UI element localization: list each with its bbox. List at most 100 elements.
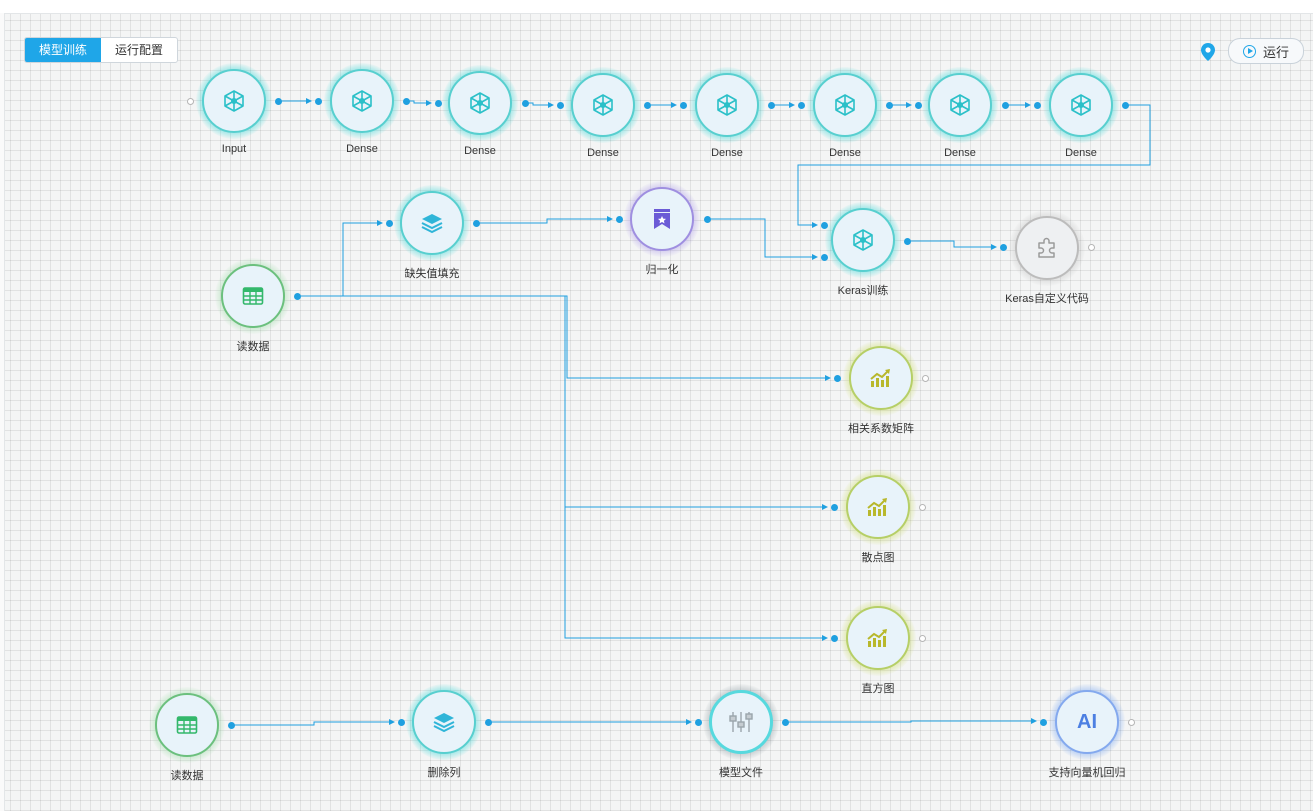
connected-port[interactable] [385,219,393,227]
model-file-icon[interactable] [709,690,773,754]
node-label: 读数据 [170,770,204,782]
connected-port[interactable] [830,634,838,642]
tab-model-training[interactable]: 模型训练 [25,38,102,62]
connected-port[interactable] [615,215,623,223]
chart-trend-icon[interactable] [849,346,913,410]
connected-port[interactable] [1033,101,1041,109]
connected-port[interactable] [314,97,322,105]
play-circle-icon [1242,44,1256,58]
ai-icon-text: AI [1077,710,1097,733]
run-button-label: 运行 [1262,44,1289,60]
network-icon[interactable] [831,208,895,272]
connected-port[interactable] [833,374,841,382]
layers-icon[interactable] [412,690,476,754]
node-label: Dense [346,143,378,155]
edge-read1-hist[interactable] [297,295,828,641]
open-port[interactable] [918,634,926,642]
edge-dense2-dense3[interactable] [525,102,554,108]
edge-model-svr[interactable] [785,718,1037,724]
connected-port[interactable] [914,101,922,109]
connected-port[interactable] [1001,101,1009,109]
table-icon[interactable] [155,693,219,757]
edge-kerastrain-custom[interactable] [907,240,997,250]
node-label: 支持向量机回归 [1048,767,1126,779]
open-port[interactable] [921,374,929,382]
connected-port[interactable] [521,99,529,107]
connected-port[interactable] [643,101,651,109]
network-icon[interactable] [202,69,266,133]
left-panel-edge [0,13,5,811]
connected-port[interactable] [556,101,564,109]
chart-trend-icon[interactable] [846,606,910,670]
node-label: 读数据 [236,341,270,353]
edge-impute-normalize[interactable] [476,216,613,224]
layers-icon[interactable] [400,191,464,255]
connected-port[interactable] [402,97,410,105]
network-icon[interactable] [448,71,512,135]
connected-port[interactable] [703,215,711,223]
node-label: Dense [829,147,861,159]
open-port[interactable] [1087,243,1095,251]
network-icon[interactable] [928,73,992,137]
connected-port[interactable] [830,503,838,511]
network-icon[interactable] [1049,73,1113,137]
open-port[interactable] [1127,718,1135,726]
node-label: Dense [587,147,619,159]
node-label: Dense [944,147,976,159]
connected-port[interactable] [820,253,828,261]
node-label: 归一化 [645,264,679,276]
connected-port[interactable] [227,721,235,729]
location-pin-icon[interactable] [1201,43,1215,61]
connected-port[interactable] [1121,101,1129,109]
connected-port[interactable] [999,243,1007,251]
open-port[interactable] [918,503,926,511]
node-label: 相关系数矩阵 [848,423,914,435]
node-label: Keras训练 [837,285,889,297]
connected-port[interactable] [397,718,405,726]
network-icon[interactable] [330,69,394,133]
node-label: 散点图 [861,552,895,564]
edge-read1-impute[interactable] [297,220,383,297]
connected-port[interactable] [797,101,805,109]
table-icon[interactable] [221,264,285,328]
edge-read1-scatter[interactable] [297,295,828,510]
node-label: Input [221,143,247,155]
node-label: Keras自定义代码 [1005,293,1089,305]
edge-read1-corr[interactable] [297,295,831,381]
connected-port[interactable] [274,97,282,105]
connected-port[interactable] [679,101,687,109]
connected-port[interactable] [781,718,789,726]
network-icon[interactable] [571,73,635,137]
node-label: 模型文件 [719,767,763,779]
connected-port[interactable] [434,99,442,107]
node-label: 删除列 [427,767,461,779]
edge-read2-dropcol[interactable] [231,719,395,726]
edge-dense1-dense2[interactable] [406,100,432,106]
tab-bar: 模型训练 运行配置 [24,37,179,63]
chart-trend-icon[interactable] [846,475,910,539]
edge-dense7-kerastrain[interactable] [797,104,1151,228]
connected-port[interactable] [767,101,775,109]
connected-port[interactable] [903,237,911,245]
tab-run-config[interactable]: 运行配置 [115,43,164,57]
connected-port[interactable] [484,718,492,726]
connected-port[interactable] [885,101,893,109]
node-label: Dense [464,145,496,157]
connected-port[interactable] [694,718,702,726]
node-label: Dense [711,147,743,159]
bookmark-icon[interactable] [630,187,694,251]
open-port[interactable] [186,97,194,105]
network-icon[interactable] [695,73,759,137]
ai-icon[interactable]: AI [1055,690,1119,754]
connected-port[interactable] [293,292,301,300]
edge-normalize-kerastrain[interactable] [707,218,818,260]
run-button[interactable]: 运行 [1228,38,1304,64]
connected-port[interactable] [472,219,480,227]
network-icon[interactable] [813,73,877,137]
node-label: 缺失值填充 [404,268,460,280]
connected-port[interactable] [820,221,828,229]
puzzle-icon[interactable] [1015,216,1079,280]
connected-port[interactable] [1039,718,1047,726]
top-strip [0,0,1313,14]
